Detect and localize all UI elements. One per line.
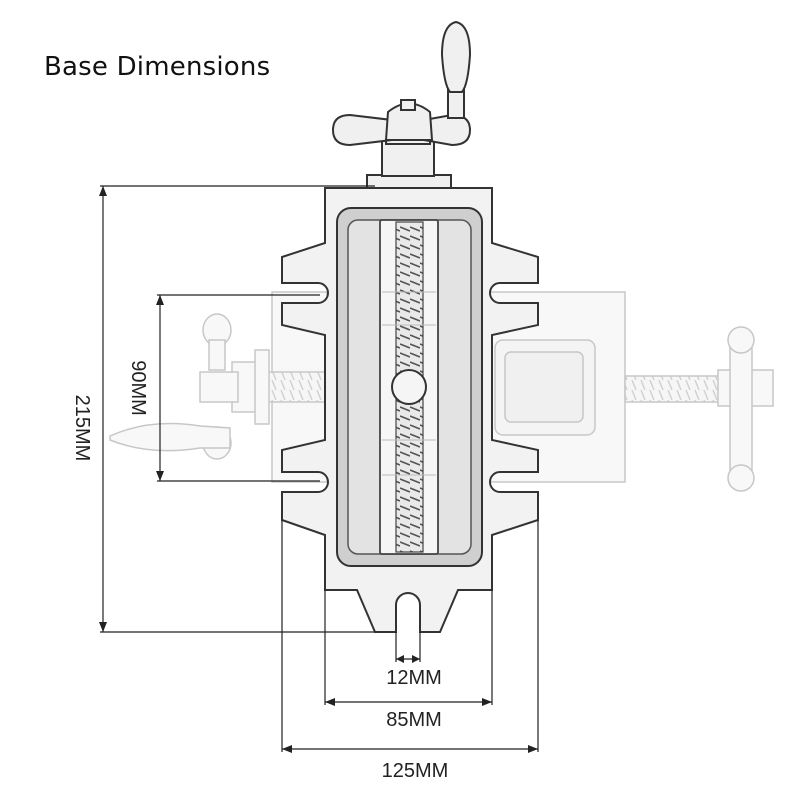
label-12mm: 12MM bbox=[386, 667, 442, 689]
dimension-lines bbox=[100, 185, 539, 752]
vise-base bbox=[281, 187, 539, 633]
top-handle bbox=[331, 20, 472, 189]
label-125mm: 125MM bbox=[382, 760, 449, 782]
label-90mm: 90MM bbox=[127, 360, 149, 416]
label-85mm: 85MM bbox=[386, 709, 442, 731]
page-title: Base Dimensions bbox=[44, 52, 271, 82]
dimension-arrows bbox=[99, 186, 538, 753]
label-215mm: 215MM bbox=[71, 395, 93, 462]
